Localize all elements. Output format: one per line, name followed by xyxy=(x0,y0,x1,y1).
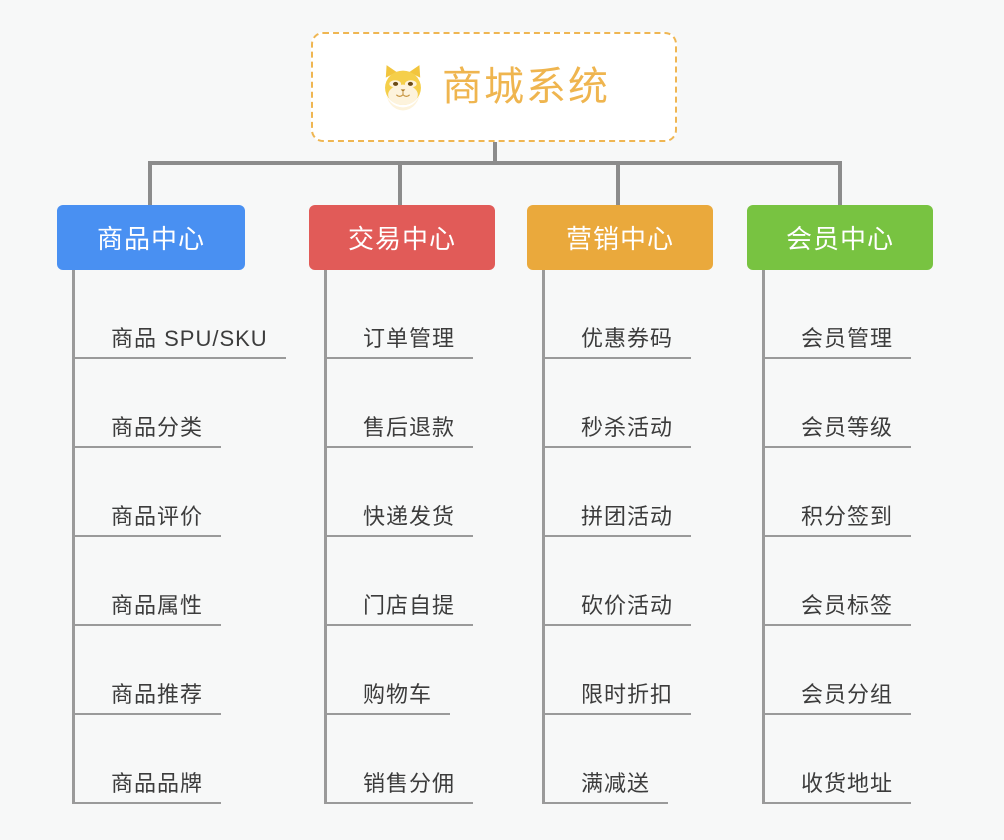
list-item[interactable]: 门店自提 xyxy=(327,537,495,626)
list-item[interactable]: 拼团活动 xyxy=(545,448,713,537)
shiba-dog-icon xyxy=(378,62,428,112)
list-item-label: 订单管理 xyxy=(363,325,456,351)
list-item[interactable]: 秒杀活动 xyxy=(545,359,713,448)
category-column-marketing: 营销中心 优惠券码 秒杀活动 拼团活动 砍价活动 限时折扣 满减送 xyxy=(527,205,713,804)
root-node[interactable]: 商城系统 xyxy=(311,32,677,142)
list-item[interactable]: 订单管理 xyxy=(327,270,495,359)
list-item[interactable]: 商品推荐 xyxy=(75,626,245,715)
list-item[interactable]: 商品属性 xyxy=(75,537,245,626)
category-header-marketing[interactable]: 营销中心 xyxy=(527,205,713,270)
list-item[interactable]: 购物车 xyxy=(327,626,495,715)
list-item-label: 购物车 xyxy=(363,681,433,707)
list-item-label: 商品 SPU/SKU xyxy=(111,325,268,351)
list-item-label: 商品推荐 xyxy=(111,681,204,707)
category-column-product: 商品中心 商品 SPU/SKU 商品分类 商品评价 商品属性 商品推荐 商品品牌 xyxy=(57,205,286,804)
list-item-label: 商品评价 xyxy=(111,503,204,529)
sub-item-list: 商品 SPU/SKU 商品分类 商品评价 商品属性 商品推荐 商品品牌 xyxy=(72,270,286,804)
connector-branch-1 xyxy=(148,161,152,205)
sub-item-list: 会员管理 会员等级 积分签到 会员标签 会员分组 收货地址 xyxy=(762,270,933,804)
list-item[interactable]: 销售分佣 xyxy=(327,715,495,804)
category-label: 营销中心 xyxy=(565,224,674,254)
list-item-label: 销售分佣 xyxy=(363,770,456,796)
list-item[interactable]: 商品品牌 xyxy=(75,715,245,804)
list-item[interactable]: 优惠券码 xyxy=(545,270,713,359)
list-item[interactable]: 会员管理 xyxy=(765,270,933,359)
list-item[interactable]: 商品分类 xyxy=(75,359,245,448)
connector-root-stem xyxy=(493,142,497,164)
list-item-label: 会员标签 xyxy=(801,592,894,618)
category-header-member[interactable]: 会员中心 xyxy=(747,205,933,270)
list-item[interactable]: 砍价活动 xyxy=(545,537,713,626)
category-column-trade: 交易中心 订单管理 售后退款 快递发货 门店自提 购物车 销售分佣 xyxy=(309,205,495,804)
connector-branch-4 xyxy=(838,161,842,205)
list-item[interactable]: 满减送 xyxy=(545,715,713,804)
category-label: 交易中心 xyxy=(347,224,456,254)
list-item-label: 商品分类 xyxy=(111,414,204,440)
list-item-label: 优惠券码 xyxy=(581,325,674,351)
category-header-trade[interactable]: 交易中心 xyxy=(309,205,495,270)
list-item-label: 快递发货 xyxy=(363,503,456,529)
category-label: 会员中心 xyxy=(785,224,894,254)
list-item-label: 砍价活动 xyxy=(581,592,674,618)
sub-item-list: 优惠券码 秒杀活动 拼团活动 砍价活动 限时折扣 满减送 xyxy=(542,270,713,804)
list-item[interactable]: 会员标签 xyxy=(765,537,933,626)
list-item[interactable]: 限时折扣 xyxy=(545,626,713,715)
list-item-label: 拼团活动 xyxy=(581,503,674,529)
list-item[interactable]: 商品 SPU/SKU xyxy=(75,270,286,359)
list-item-label: 商品品牌 xyxy=(111,770,204,796)
list-item[interactable]: 会员分组 xyxy=(765,626,933,715)
list-item[interactable]: 快递发货 xyxy=(327,448,495,537)
list-item-label: 门店自提 xyxy=(363,592,456,618)
list-item-label: 会员等级 xyxy=(801,414,894,440)
list-item-label: 限时折扣 xyxy=(581,681,674,707)
list-item[interactable]: 会员等级 xyxy=(765,359,933,448)
list-item[interactable]: 售后退款 xyxy=(327,359,495,448)
list-item[interactable]: 收货地址 xyxy=(765,715,933,804)
list-item-label: 会员分组 xyxy=(801,681,894,707)
category-label: 商品中心 xyxy=(96,224,205,254)
list-item-label: 收货地址 xyxy=(801,770,894,796)
page-title: 商城系统 xyxy=(442,65,610,109)
category-column-member: 会员中心 会员管理 会员等级 积分签到 会员标签 会员分组 收货地址 xyxy=(747,205,933,804)
list-item[interactable]: 商品评价 xyxy=(75,448,245,537)
list-item-label: 满减送 xyxy=(581,770,651,796)
list-item-label: 会员管理 xyxy=(801,325,894,351)
connector-horizontal-bus xyxy=(148,161,842,165)
connector-branch-2 xyxy=(398,161,402,205)
category-header-product[interactable]: 商品中心 xyxy=(57,205,245,270)
connector-branch-3 xyxy=(616,161,620,205)
list-item-label: 售后退款 xyxy=(363,414,456,440)
list-item-label: 秒杀活动 xyxy=(581,414,674,440)
list-item-label: 积分签到 xyxy=(801,503,894,529)
sub-item-list: 订单管理 售后退款 快递发货 门店自提 购物车 销售分佣 xyxy=(324,270,495,804)
list-item[interactable]: 积分签到 xyxy=(765,448,933,537)
list-item-label: 商品属性 xyxy=(111,592,204,618)
